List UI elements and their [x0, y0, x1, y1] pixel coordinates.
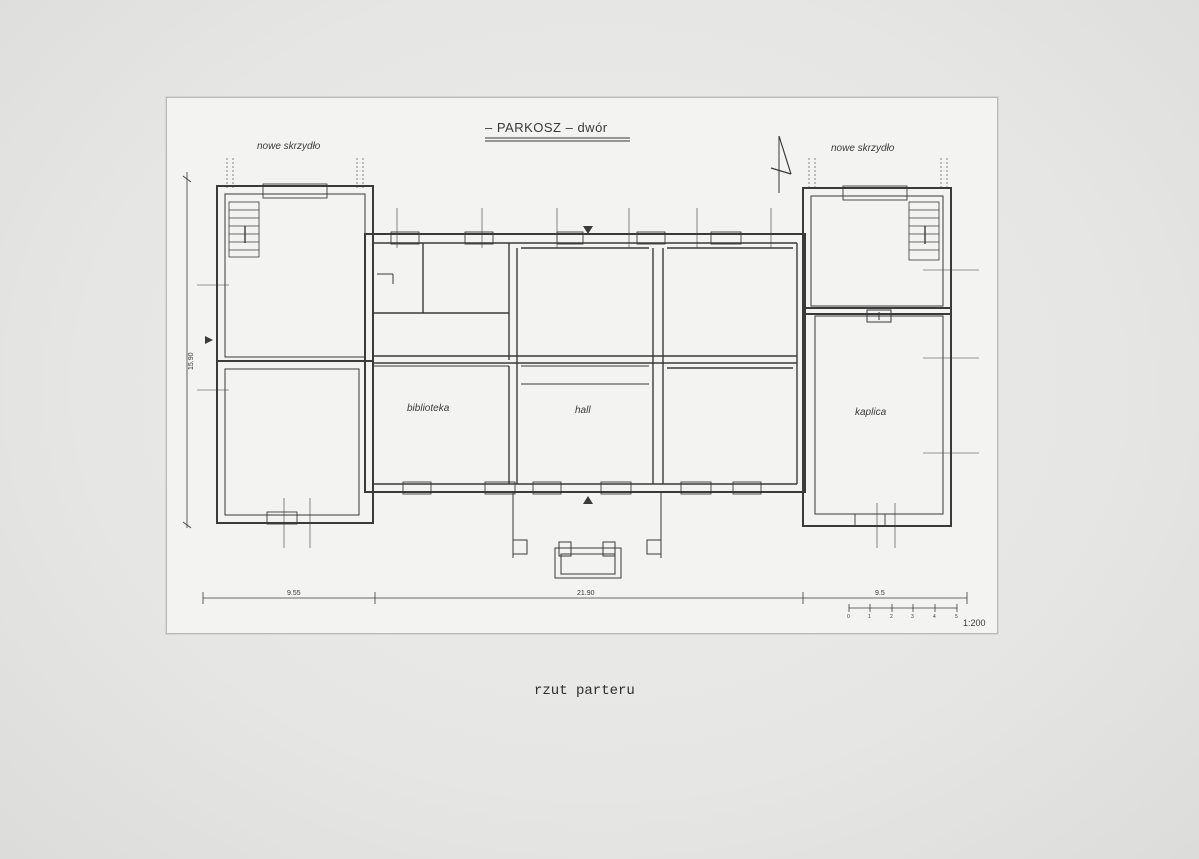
dim-right-segment: 9.5 [875, 590, 885, 597]
plan-title: – PARKOSZ – dwór [485, 120, 608, 135]
dim-depth: 15.90 [188, 352, 195, 370]
main-block-walls [364, 233, 806, 493]
scale-bar-ticks: 0 1 2 3 4 5 [847, 614, 958, 620]
floor-plan-frame: – PARKOSZ – dwór nowe skrzydło nowe skrz… [166, 97, 998, 634]
room-label-hall: hall [575, 405, 591, 416]
svg-text:5: 5 [955, 614, 958, 620]
north-arrow-icon [770, 135, 792, 193]
scale-bar [848, 604, 958, 612]
svg-text:2: 2 [890, 614, 893, 620]
right-wing-walls [802, 187, 952, 527]
floor-plan-drawing: – PARKOSZ – dwór nowe skrzydło nowe skrz… [182, 120, 986, 628]
right-staircase [908, 201, 940, 261]
interior-walls [372, 242, 798, 485]
svg-text:1: 1 [868, 614, 871, 620]
left-wing-walls [216, 185, 374, 362]
entrance-terrace [512, 493, 662, 579]
left-lower-block [216, 360, 374, 524]
axis-marks [197, 158, 979, 548]
entrance-arrow-icons [205, 226, 593, 504]
svg-text:0: 0 [847, 614, 850, 620]
width-dimension-line [202, 592, 968, 604]
svg-text:4: 4 [933, 614, 936, 620]
left-wing-label: nowe skrzydło [257, 141, 321, 152]
plan-caption: rzut parteru [534, 683, 635, 699]
room-label-chapel: kaplica [855, 407, 887, 418]
dim-middle-segment: 21.90 [577, 590, 595, 597]
left-staircase [228, 201, 260, 258]
scale-label: 1:200 [963, 618, 986, 628]
svg-text:3: 3 [911, 614, 914, 620]
altar-cross-icon [866, 309, 892, 323]
room-label-library: biblioteka [407, 403, 450, 414]
right-wing-label: nowe skrzydło [831, 143, 895, 154]
window-marks [262, 183, 908, 527]
depth-dimension-line [182, 172, 192, 529]
dim-left-segment: 9.55 [287, 590, 301, 597]
